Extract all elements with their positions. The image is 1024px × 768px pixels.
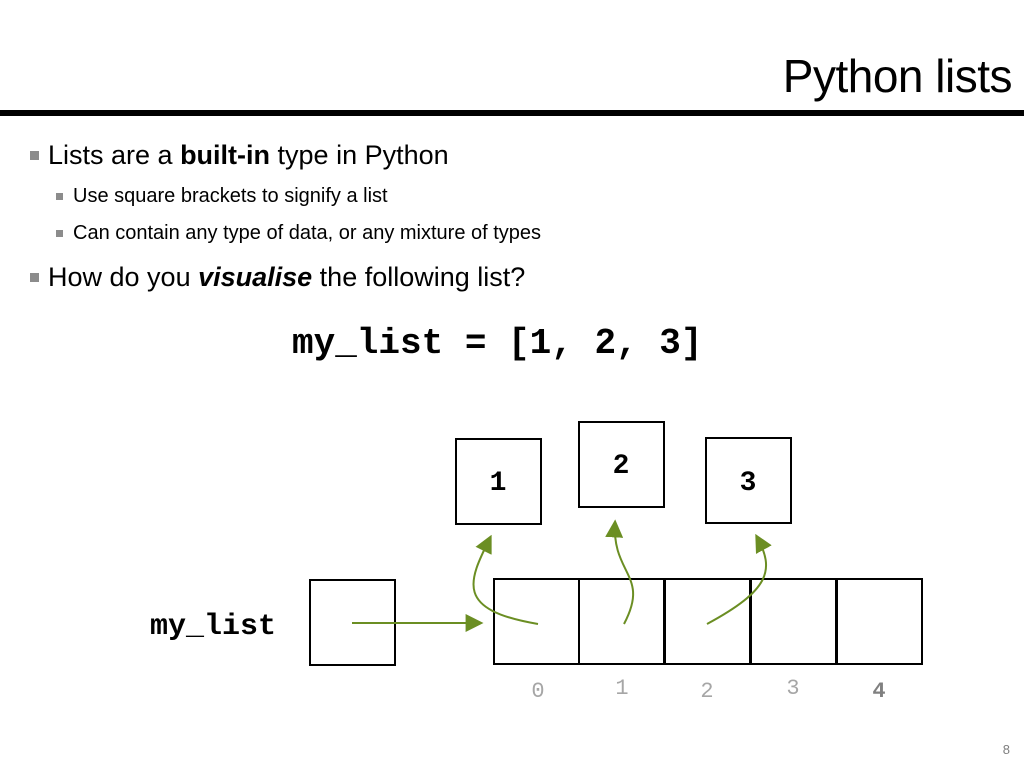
bullet-text-before: How do you	[48, 262, 199, 292]
index-label-0: 0	[531, 679, 544, 704]
bullet-how-visualise: How do you visualise the following list?	[30, 261, 525, 293]
bullet-bold-term: built-in	[180, 140, 271, 170]
index-label-4: 4	[872, 679, 885, 704]
value-label-3: 3	[740, 468, 757, 499]
bullet-lists-built-in: Lists are a built-in type in Python	[30, 139, 449, 171]
variable-label: my_list	[150, 610, 276, 644]
index-label-1: 1	[615, 676, 628, 701]
bullet-text-before: Lists are a	[48, 140, 181, 170]
sub-bullet-text: Can contain any type of data, or any mix…	[73, 222, 542, 244]
bullet-text-after: type in Python	[270, 140, 449, 170]
slide-number: 8	[1002, 742, 1010, 757]
sub-bullet-any-type: Can contain any type of data, or any mix…	[56, 221, 541, 245]
slot-1-pointer-arrow	[605, 519, 635, 625]
sub-bullet-text: Use square brackets to signify a list	[73, 185, 388, 207]
slot-2-pointer-arrow	[706, 533, 772, 625]
index-label-3: 3	[786, 676, 799, 701]
bullet-bold-italic-term: visualise	[198, 262, 313, 292]
square-bullet-icon	[30, 272, 39, 282]
list-slot-4	[836, 578, 923, 665]
bullet-text-after: the following list?	[312, 262, 526, 292]
list-slot-1	[578, 578, 665, 665]
value-box-1	[455, 438, 542, 525]
value-label-1: 1	[490, 468, 507, 499]
list-slot-2	[664, 578, 751, 665]
list-slot-0	[493, 578, 580, 665]
index-label-2: 2	[700, 679, 713, 704]
value-label-2: 2	[613, 451, 630, 482]
code-example: my_list = [1, 2, 3]	[292, 323, 703, 364]
slide-title: Python lists	[782, 50, 1013, 102]
sub-bullet-square-brackets: Use square brackets to signify a list	[56, 184, 388, 208]
list-slot-3	[750, 578, 837, 665]
square-bullet-icon	[56, 229, 63, 237]
slot-0-pointer-arrow	[472, 534, 539, 625]
value-box-2	[578, 421, 665, 508]
square-bullet-icon	[30, 150, 39, 160]
square-bullet-icon	[56, 192, 63, 200]
value-box-3	[705, 437, 792, 524]
title-underline	[0, 110, 1024, 116]
